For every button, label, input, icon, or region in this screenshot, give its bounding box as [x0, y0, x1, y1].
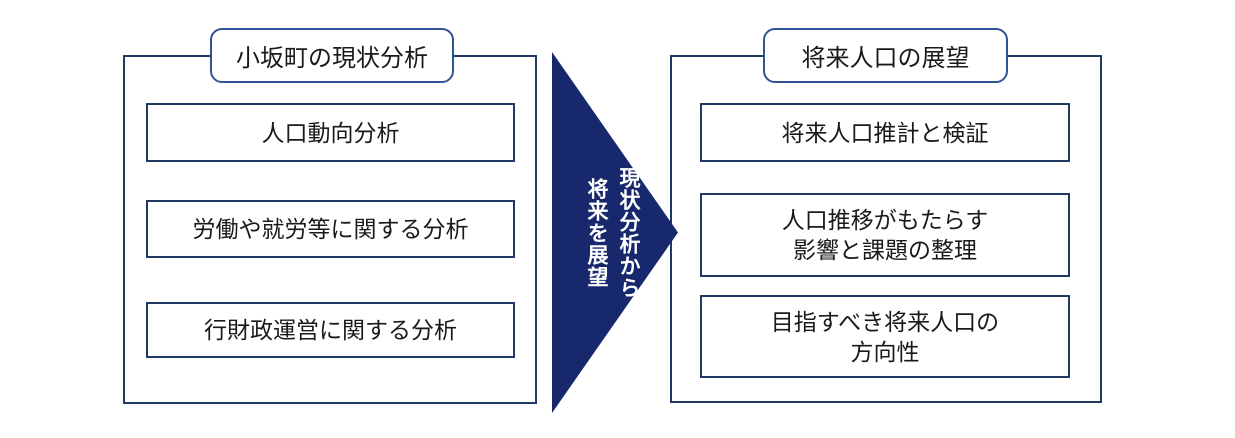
item-future-population-projection: 将来人口推計と検証 — [700, 103, 1070, 162]
future-population-title: 将来人口の展望 — [763, 28, 1008, 83]
arrow-label-column-2: 将来を展望 — [585, 177, 608, 288]
item-population-trend-analysis: 人口動向分析 — [146, 103, 515, 162]
arrow-label: 現状分析から 将来を展望 — [580, 167, 644, 299]
item-population-change-impacts: 人口推移がもたらす 影響と課題の整理 — [700, 193, 1070, 277]
item-target-population-direction: 目指すべき将来人口の 方向性 — [700, 295, 1070, 378]
arrow-label-column-1: 現状分析から — [617, 166, 640, 299]
current-analysis-title: 小坂町の現状分析 — [210, 28, 454, 83]
item-administrative-finance-analysis: 行財政運営に関する分析 — [146, 302, 515, 358]
flow-arrow: 現状分析から 将来を展望 — [552, 52, 678, 413]
item-labor-employment-analysis: 労働や就労等に関する分析 — [146, 200, 515, 258]
